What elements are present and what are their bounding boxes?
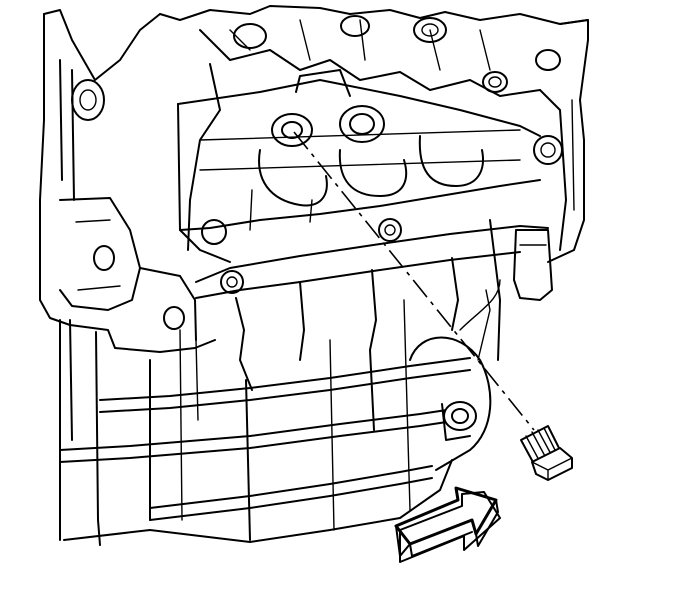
plug-bore: [443, 401, 477, 431]
direction-arrow: [394, 486, 501, 563]
oil-gallery-plug: [520, 425, 573, 481]
engine-block: [39, 5, 589, 353]
installation-centerline: [293, 131, 535, 431]
oil-pan: [59, 218, 549, 546]
